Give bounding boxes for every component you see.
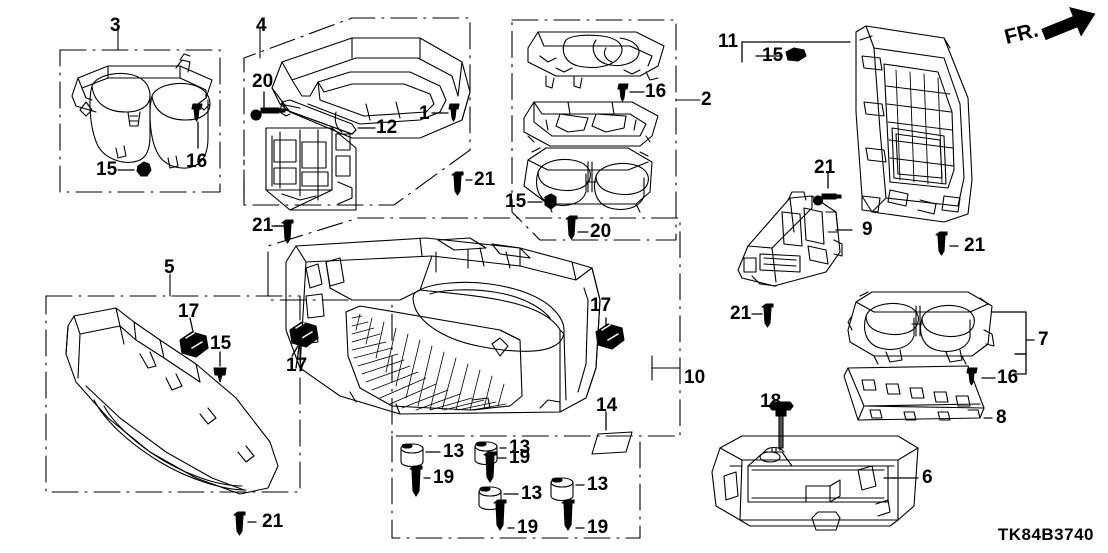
callout-17a: 17 [178,301,200,322]
callout-3: 3 [110,15,121,36]
callout-16a: 16 [186,151,208,172]
fr-arrow-icon [1041,6,1096,41]
callout-16c: 16 [997,367,1019,388]
callout-10: 10 [684,367,706,388]
callout-21c: 21 [814,157,836,178]
callout-2: 2 [701,89,712,110]
callout-18: 18 [760,391,782,412]
callout-15c: 15 [762,45,784,66]
callout-20a: 20 [252,71,274,92]
callout-17c: 17 [590,295,612,316]
callout-11: 11 [718,31,739,52]
part-number-label: TK84B3740 [997,525,1094,544]
callout-15d: 15 [210,333,232,354]
callout-9: 9 [862,219,873,240]
callout-13d: 13 [587,474,609,495]
callout-1: 1 [419,103,430,124]
callout-13b: 13 [509,437,531,458]
callout-21b: 21 [252,215,274,236]
callout-19d: 19 [587,517,609,538]
callout-20b: 20 [590,221,612,242]
callout-19b: 19 [509,447,531,468]
callout-16b: 16 [645,81,667,102]
callout-4: 4 [256,15,267,36]
callout-19a: 19 [433,467,455,488]
callout-21d: 21 [964,235,986,256]
callout-8: 8 [996,407,1007,428]
callout-6: 6 [922,467,933,488]
callout-17b: 17 [286,355,308,376]
callout-14: 14 [596,395,618,416]
callout-21a: 21 [474,169,496,190]
callout-12: 12 [376,117,398,138]
callout-5: 5 [164,257,175,278]
callout-15b: 15 [505,191,527,212]
callout-21e: 21 [730,303,752,324]
callout-7: 7 [1038,329,1049,350]
callout-19c: 19 [517,517,539,538]
callout-13c: 13 [521,483,543,504]
callout-13a: 13 [443,441,465,462]
callout-15a: 15 [96,159,118,180]
callout-21f: 21 [262,511,284,532]
